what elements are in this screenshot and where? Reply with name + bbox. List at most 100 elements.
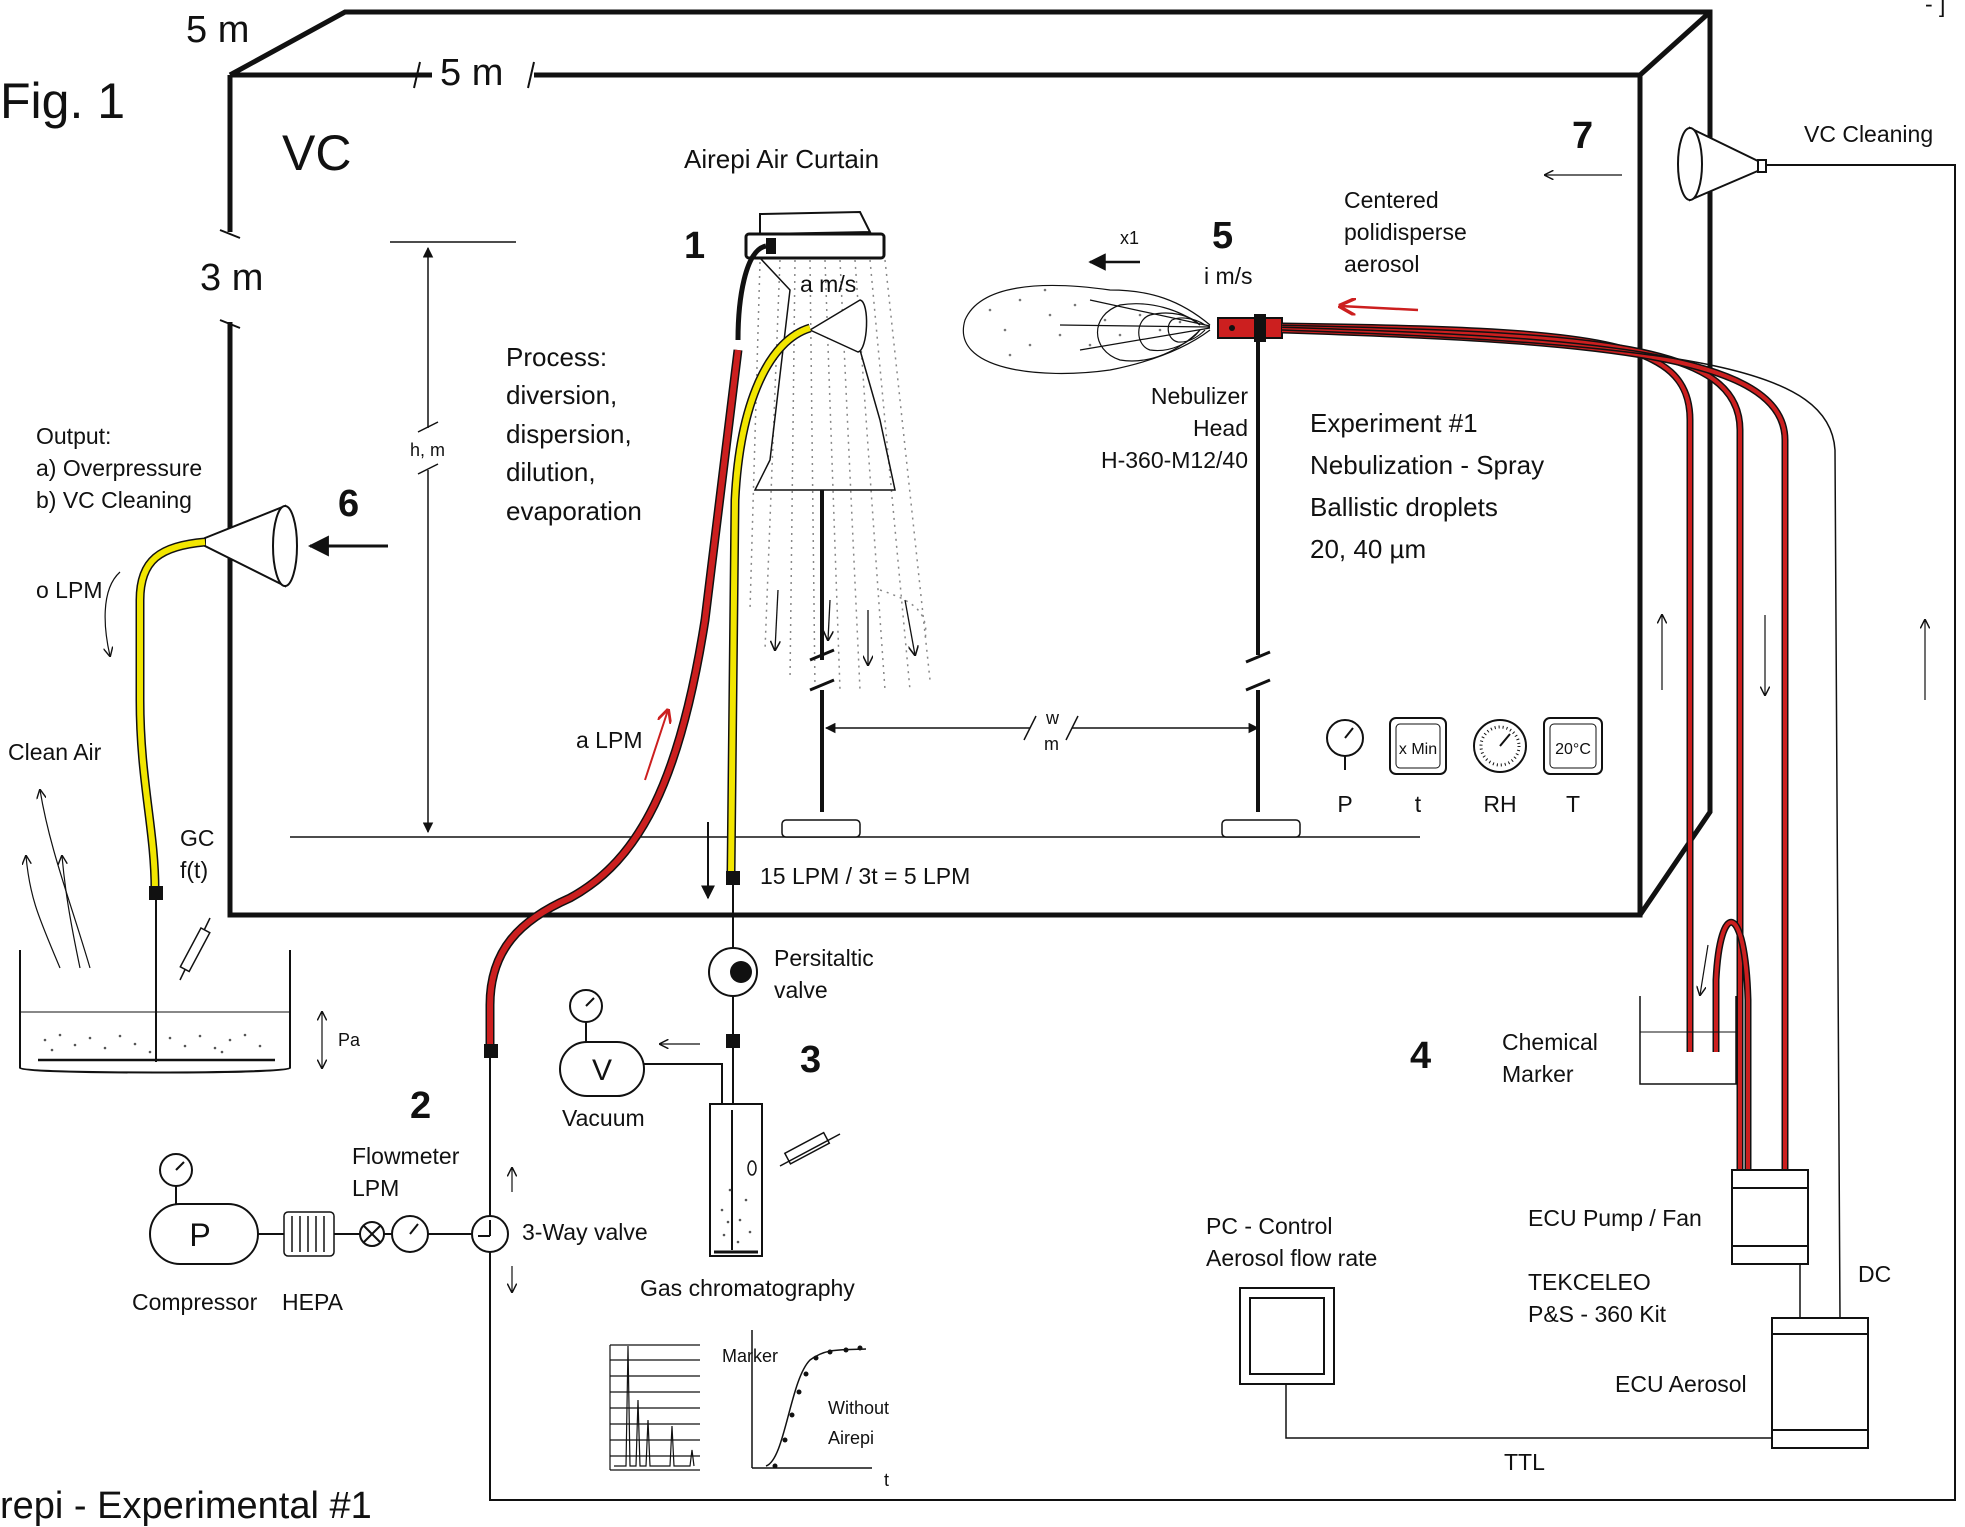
tube-flow-arrows <box>1662 615 1925 995</box>
svg-text:Flowmeter: Flowmeter <box>352 1143 460 1169</box>
aerosol-label: Centered polidisperse aerosol <box>1344 187 1467 277</box>
svg-text:dilution,: dilution, <box>506 457 596 487</box>
svg-text:P: P <box>189 1217 210 1253</box>
svg-text:RH: RH <box>1483 791 1516 817</box>
room-depth: 5 m <box>186 9 249 51</box>
svg-text:H-360-M12/40: H-360-M12/40 <box>1101 447 1248 473</box>
svg-text:Process:: Process: <box>506 342 607 372</box>
svg-text:b) VC Cleaning: b) VC Cleaning <box>36 487 192 513</box>
svg-text:Ballistic droplets: Ballistic droplets <box>1310 492 1498 522</box>
svg-text:Chemical: Chemical <box>1502 1029 1598 1055</box>
svg-text:a) Overpressure: a) Overpressure <box>36 455 202 481</box>
compressor-number: 2 <box>410 1085 431 1127</box>
flowmeter-label: Flowmeter LPM <box>352 1143 460 1201</box>
svg-text:Nebulizer: Nebulizer <box>1151 383 1248 409</box>
kit-label: TEKCELEO P&S - 360 Kit <box>1528 1269 1667 1327</box>
hepa-filter <box>284 1212 334 1256</box>
svg-text:PC - Control: PC - Control <box>1206 1213 1333 1239</box>
spacing-dimension <box>826 716 1258 740</box>
clean-air-label: Clean Air <box>8 739 102 765</box>
output-funnel <box>205 506 297 586</box>
output-label: Output: a) Overpressure b) VC Cleaning <box>36 423 202 513</box>
chromatogram <box>610 1345 700 1470</box>
svg-text:V: V <box>592 1054 612 1087</box>
sensor-temperature: 20°C <box>1544 718 1602 774</box>
svg-text:dispersion,: dispersion, <box>506 419 632 449</box>
output-flow: o LPM <box>36 577 102 603</box>
svg-text:Without: Without <box>828 1398 889 1418</box>
svg-text:Nebulization - Spray: Nebulization - Spray <box>1310 450 1544 480</box>
svg-text:Marker: Marker <box>1502 1061 1574 1087</box>
pc-monitor <box>1240 1288 1334 1384</box>
sensor-labels: P t RH T <box>1337 791 1580 817</box>
svg-text:Aerosol flow rate: Aerosol flow rate <box>1206 1245 1377 1271</box>
spacing-dim-bottom: m <box>1044 734 1059 754</box>
curtain-number: 1 <box>684 225 705 267</box>
air-curtain <box>738 212 930 837</box>
svg-text:t: t <box>1415 791 1422 817</box>
curtain-title: Airepi Air Curtain <box>684 144 879 174</box>
process-text: Process: diversion, dispersion, dilution… <box>506 342 642 526</box>
svg-text:20, 40 µm: 20, 40 µm <box>1310 534 1426 564</box>
output-flow-arrow <box>105 572 120 656</box>
experiment-label: Experiment #1 Nebulization - Spray Balli… <box>1310 408 1544 564</box>
curtain-speed: a m/s <box>800 271 856 297</box>
svg-text:LPM: LPM <box>352 1175 399 1201</box>
pa-label: Pa <box>338 1030 361 1050</box>
nebulizer-head-label: Nebulizer Head H-360-M12/40 <box>1101 383 1248 473</box>
hepa-label: HEPA <box>282 1289 344 1315</box>
chart-curve-label: Without Airepi <box>828 1398 889 1448</box>
syringe-gc <box>780 1133 840 1166</box>
cleaning-funnel <box>1678 128 1766 200</box>
svg-text:20°C: 20°C <box>1555 741 1591 758</box>
cleaning-label: VC Cleaning <box>1804 121 1933 147</box>
spacing-dim-top: w <box>1045 708 1060 728</box>
svg-text:valve: valve <box>774 977 828 1003</box>
gc-vial <box>710 1104 762 1256</box>
nebulizer-multiplier: x1 <box>1120 228 1139 248</box>
sensor-pressure <box>1327 720 1363 770</box>
svg-text:GC: GC <box>180 825 215 851</box>
ecu-pump-label: ECU Pump / Fan <box>1528 1205 1702 1231</box>
svg-text:Centered: Centered <box>1344 187 1439 213</box>
svg-text:T: T <box>1566 791 1580 817</box>
red-direction-arrow <box>1340 306 1418 310</box>
valve-3way-label: 3-Way valve <box>522 1219 648 1245</box>
svg-text:diversion,: diversion, <box>506 380 617 410</box>
generator-number: 4 <box>1410 1035 1431 1077</box>
corner-mark: - ] <box>1925 0 1945 17</box>
figure-caption: repi - Experimental #1 <box>0 1485 372 1527</box>
flowmeter <box>360 1216 428 1252</box>
room-breaks <box>220 62 534 328</box>
vacuum-label: Vacuum <box>562 1105 645 1131</box>
chart-marker-label: Marker <box>722 1346 778 1366</box>
svg-text:x Min: x Min <box>1399 741 1437 758</box>
aerosol-dots <box>989 289 1182 357</box>
svg-text:Head: Head <box>1193 415 1248 441</box>
dc-label: DC <box>1858 1261 1891 1287</box>
syringe-output <box>180 918 210 980</box>
svg-text:Experiment #1: Experiment #1 <box>1310 408 1478 438</box>
svg-text:polidisperse: polidisperse <box>1344 219 1467 245</box>
compressor-label: Compressor <box>132 1289 258 1315</box>
svg-text:TEKCELEO: TEKCELEO <box>1528 1269 1651 1295</box>
gc-label: Gas chromatography <box>640 1275 855 1301</box>
red-tube-feed <box>490 350 738 1055</box>
svg-text:Persitaltic: Persitaltic <box>774 945 874 971</box>
room-name: VC <box>282 125 351 181</box>
nebulizer-head <box>1218 318 1282 338</box>
gc-output-label: GC f(t) <box>180 825 215 883</box>
peristaltic-valve <box>709 948 757 996</box>
svg-text:f(t): f(t) <box>180 857 208 883</box>
liquid-bath <box>20 950 322 1073</box>
ecu-pump <box>1732 1170 1808 1264</box>
pc-label: PC - Control Aerosol flow rate <box>1206 1213 1377 1271</box>
output-number: 6 <box>338 483 359 525</box>
vacuum-pump: V <box>560 990 644 1096</box>
nebulizer-number: 5 <box>1212 215 1233 257</box>
svg-text:Airepi: Airepi <box>828 1428 874 1448</box>
svg-text:Output:: Output: <box>36 423 111 449</box>
svg-text:P&S - 360 Kit: P&S - 360 Kit <box>1528 1301 1667 1327</box>
yellow-tube-sample <box>731 328 810 875</box>
